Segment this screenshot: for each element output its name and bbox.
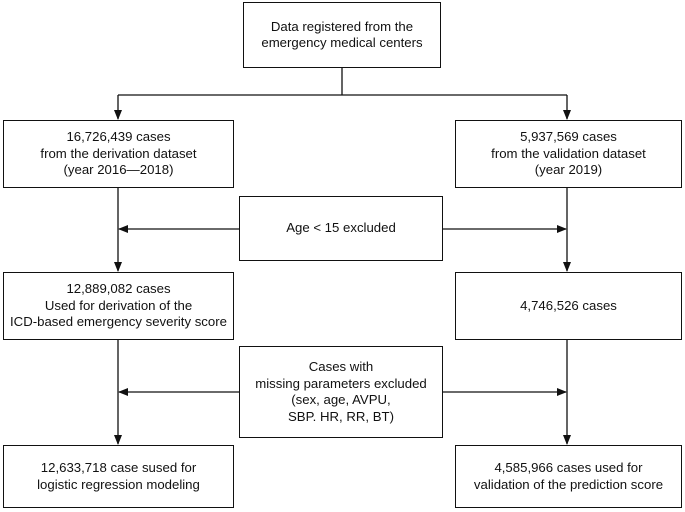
node-text-line: Used for derivation of the [44, 297, 193, 313]
node-text-line: 5,937,569 cases [520, 129, 617, 145]
node-text-line: validation of the prediction score [473, 476, 664, 492]
node-missing-parameters-exclusion: Cases with missing parameters excluded (… [239, 346, 443, 438]
node-text-line: emergency medical centers [261, 35, 423, 50]
node-derivation-dataset: 16,726,439 cases from the derivation dat… [3, 120, 234, 188]
node-derivation-after-age: 12,889,082 cases Used for derivation of … [3, 272, 234, 340]
node-text-line: Cases with [308, 359, 374, 374]
node-text-line: Data registered from the [270, 18, 414, 34]
node-text-line: from the validation dataset [491, 145, 646, 161]
node-text-line: 12,889,082 cases [66, 281, 171, 297]
node-text-line: 12,633,718 case sused for [40, 460, 197, 475]
node-derivation-final: 12,633,718 case sused for logistic regre… [3, 445, 234, 508]
node-validation-dataset: 5,937,569 cases from the validation data… [455, 120, 682, 188]
node-text-line: logistic regression modeling [37, 476, 200, 492]
node-validation-after-age: 4,746,526 cases [455, 272, 682, 340]
node-text-line: Age < 15 excluded [286, 220, 396, 236]
node-text-line: 16,726,439 cases [66, 129, 171, 145]
node-text-line: from the derivation dataset [40, 145, 197, 161]
node-text-line: ICD-based emergency severity score [10, 314, 227, 330]
node-text-line: SBP. HR, RR, BT) [287, 408, 394, 424]
node-data-registered: Data registered from the emergency medic… [243, 2, 441, 68]
node-text-line: missing parameters excluded [255, 375, 427, 391]
node-validation-final: 4,585,966 cases used for validation of t… [455, 445, 682, 508]
node-age-exclusion: Age < 15 excluded [239, 196, 443, 261]
node-text-line: (year 2019) [534, 162, 603, 178]
node-text-line: 4,746,526 cases [520, 297, 617, 313]
node-text-line: (sex, age, AVPU, [291, 392, 391, 407]
node-text-line: (year 2016—2018) [63, 162, 174, 178]
node-text-line: 4,585,966 cases used for [494, 460, 643, 475]
